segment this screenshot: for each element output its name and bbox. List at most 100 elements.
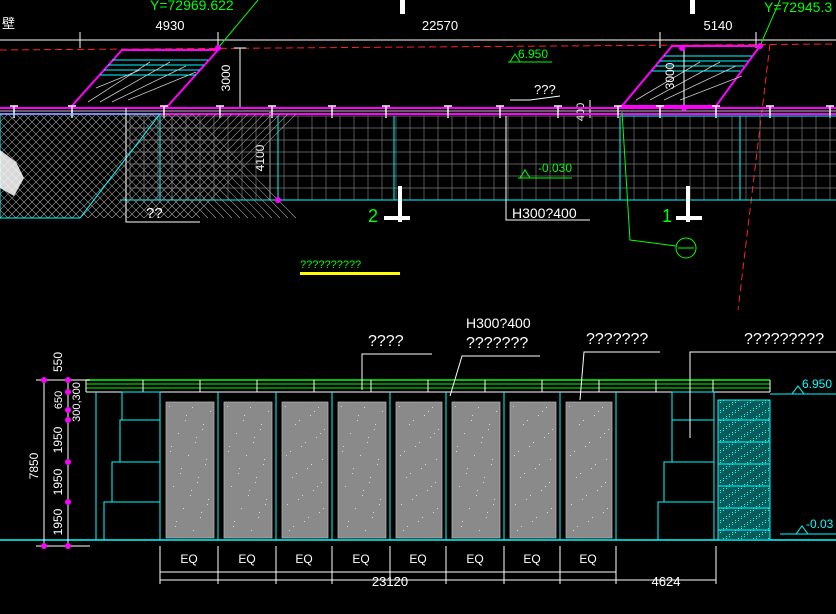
panel-dot — [594, 415, 595, 416]
glass-dot — [732, 414, 733, 415]
glass-dot — [759, 476, 760, 477]
panel-dot — [526, 499, 527, 500]
panel-dot — [552, 429, 553, 430]
glass-dot — [735, 450, 736, 451]
glass-dot — [723, 428, 724, 429]
glass-dot — [735, 480, 736, 481]
panel-dot — [193, 530, 194, 531]
hatch-line — [143, 113, 249, 219]
glass-dot — [747, 502, 748, 503]
glass-dot — [756, 416, 757, 417]
panel-dot — [322, 459, 323, 460]
glass-dot — [756, 418, 757, 419]
glass-dot — [726, 426, 727, 427]
glass-dot — [729, 414, 730, 415]
glass-dot — [741, 428, 742, 429]
panel-dot — [530, 495, 531, 496]
glass-dot — [765, 412, 766, 413]
glass-dot — [753, 400, 754, 401]
panel-dot — [236, 433, 237, 434]
panel-dot — [605, 482, 606, 483]
plan-tag-b: ?? — [146, 205, 163, 222]
glass-dot — [747, 422, 748, 423]
panel-dot — [476, 495, 477, 496]
glass-dot — [744, 436, 745, 437]
glass-dot — [750, 440, 751, 441]
glass-dot — [723, 438, 724, 439]
hatch-line — [79, 113, 185, 219]
panel-dot — [372, 517, 373, 518]
glass-dot — [753, 480, 754, 481]
glass-dot — [729, 534, 730, 535]
panel-dot — [239, 468, 240, 469]
panel-dot — [231, 486, 232, 487]
glass-dot — [747, 414, 748, 415]
plan-beam-band — [0, 107, 836, 115]
panel-dot — [521, 526, 522, 527]
panel-dot — [298, 499, 299, 500]
glass-dot — [744, 414, 745, 415]
glass-dot — [720, 472, 721, 473]
plan-dim-v2: 3000 — [663, 62, 677, 89]
glass-dot — [726, 456, 727, 457]
glass-dot — [744, 426, 745, 427]
glass-dot — [738, 458, 739, 459]
panel-dot — [493, 504, 494, 505]
panel-dot — [474, 455, 475, 456]
glass-dot — [726, 488, 727, 489]
glass-dot — [723, 478, 724, 479]
panel-dot — [403, 530, 404, 531]
glass-dot — [720, 400, 721, 401]
glass-dot — [723, 430, 724, 431]
panel-dot — [256, 477, 257, 478]
panel-dot — [579, 424, 580, 425]
panel-dot — [604, 433, 605, 434]
glass-dot — [738, 470, 739, 471]
glass-dot — [729, 424, 730, 425]
glass-dot — [720, 482, 721, 483]
coord-label-left: Y=72969.622 — [150, 0, 234, 13]
glass-dot — [738, 490, 739, 491]
glass-dot — [768, 500, 769, 501]
panel-dot — [466, 473, 467, 474]
elevation-label-2a: H300?400 — [466, 315, 531, 331]
panel-dot — [227, 406, 228, 407]
elevation-dim-300-300: 300,300 — [71, 382, 83, 422]
glass-dot — [747, 412, 748, 413]
panel-dot — [200, 517, 201, 518]
panel-dot — [419, 442, 420, 443]
panel-dot — [548, 433, 549, 434]
glass-dot — [741, 448, 742, 449]
panel-dot — [317, 486, 318, 487]
glass-dot — [762, 404, 763, 405]
panel-dot — [355, 508, 356, 509]
panel-dot — [591, 468, 592, 469]
panel-dot — [491, 464, 492, 465]
eq-label: EQ — [180, 552, 197, 566]
panel-dot — [185, 420, 186, 421]
glass-dot — [756, 536, 757, 537]
glass-dot — [756, 516, 757, 517]
plan-hatch-outline — [0, 113, 162, 219]
glass-dot — [756, 438, 757, 439]
glass-dot — [720, 412, 721, 413]
glass-dot — [729, 514, 730, 515]
hatch-line — [175, 113, 281, 219]
glass-dot — [753, 538, 754, 539]
section-marker-1-label: 1 — [662, 206, 672, 226]
panel-dot — [308, 517, 309, 518]
perforated-panel — [165, 401, 215, 539]
glass-dot — [735, 462, 736, 463]
glass-dot — [750, 432, 751, 433]
glass-dot — [768, 478, 769, 479]
elevation-label-3: ??????? — [586, 331, 648, 348]
glass-dot — [753, 478, 754, 479]
glass-dot — [729, 494, 730, 495]
glass-dot — [756, 406, 757, 407]
glass-dot — [765, 512, 766, 513]
red-boundary-line — [0, 43, 836, 311]
hatch-line — [191, 113, 297, 219]
panel-dot — [514, 455, 515, 456]
glass-dot — [729, 456, 730, 457]
panel-dot — [515, 504, 516, 505]
